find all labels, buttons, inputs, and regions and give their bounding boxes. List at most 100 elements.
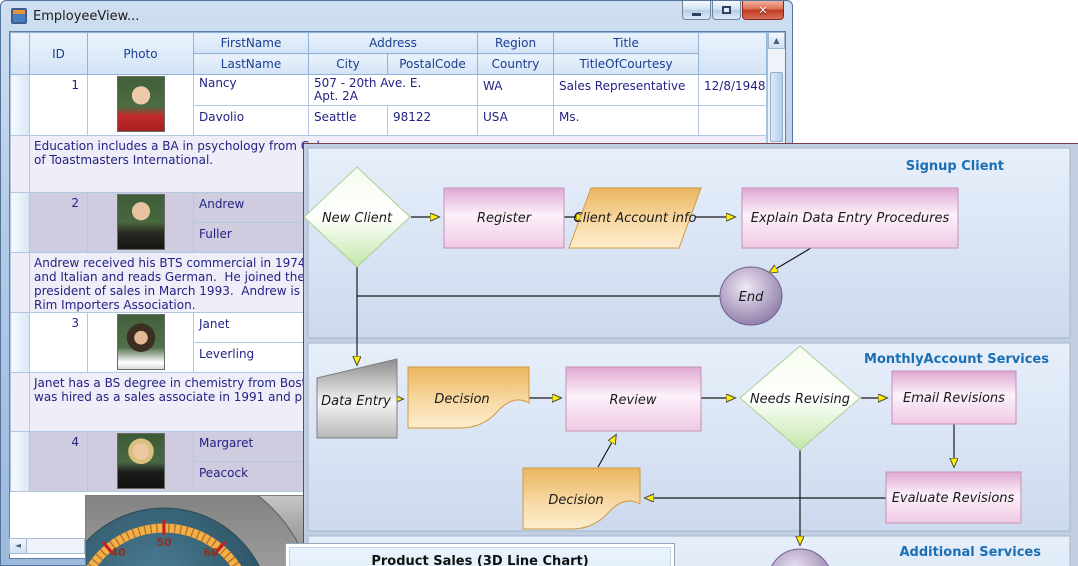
gauge-major-tick [101,541,115,555]
cell-city[interactable]: Seattle [308,105,388,136]
header-title[interactable]: Title [553,32,700,54]
section-label: Additional Services [899,545,1041,560]
header-photo[interactable]: Photo [87,32,194,75]
header-title-of-courtesy[interactable]: TitleOfCourtesy [553,53,700,75]
title-bar[interactable]: EmployeeView... ✕ [1,1,792,31]
header-city[interactable]: City [308,53,388,75]
minimize-icon [692,12,701,16]
header-last-name[interactable]: LastName [193,53,309,75]
gauge-face [68,507,260,566]
horizontal-scrollbar[interactable]: ◄ [9,538,85,554]
chart-title: Product Sales (3D Line Chart) [289,547,671,566]
scroll-left-button[interactable]: ◄ [10,539,27,553]
scrollbar-thumb[interactable] [770,72,783,142]
gauge-major-tick [213,541,227,555]
header-region[interactable]: Region [477,32,555,54]
node-label: Evaluate Revisions [892,491,1015,506]
row-indicator[interactable] [10,74,30,136]
close-button[interactable]: ✕ [742,1,784,20]
cell-id[interactable]: 3 [29,312,88,373]
row-indicator[interactable] [10,431,30,492]
node-label: New Client [322,211,393,226]
node-decision-2[interactable] [522,467,641,530]
node-review[interactable] [565,366,702,432]
cell-title[interactable]: Sales Representative [553,74,700,106]
cell-id[interactable]: 4 [29,431,88,492]
window-title: EmployeeView... [33,8,140,24]
node-email-revisions[interactable] [891,370,1017,425]
header-first-name[interactable]: FirstName [193,32,309,54]
cell-first-name[interactable]: Nancy [193,74,309,106]
node-terminator-partial[interactable] [768,548,832,566]
cell-empty[interactable] [698,105,768,136]
node-decision-1[interactable] [407,366,530,429]
cell-photo[interactable] [87,312,194,373]
scroll-up-icon: ▲ [773,36,780,45]
node-register[interactable] [443,187,565,249]
cell-id[interactable]: 2 [29,192,88,253]
minimize-button[interactable] [682,1,711,20]
scroll-left-icon: ◄ [14,541,22,550]
cell-postal-code[interactable]: 98122 [386,105,479,136]
node-client-account-info[interactable] [568,187,702,249]
node-data-entry[interactable] [316,358,398,439]
row-indicator[interactable] [10,192,30,253]
employee-photo [116,194,165,250]
cell-photo[interactable] [87,192,194,253]
node-label: Explain Data Entry Procedures [751,211,950,226]
maximize-button[interactable] [712,1,741,20]
node-evaluate-revisions[interactable] [885,471,1022,524]
connectors [357,217,954,545]
node-explain-procedures[interactable] [741,187,959,249]
cell-first-name[interactable]: Margaret [193,431,309,462]
product-sales-panel: Product Sales (3D Line Chart) [285,543,675,566]
maximize-icon [722,6,731,14]
cell-last-name[interactable]: Davolio [193,105,309,136]
header-id[interactable]: ID [29,32,88,75]
connector [597,435,616,468]
node-label: End [739,290,764,305]
node-label: Client Account info [574,211,697,226]
flowchart-panel: Signup Client MonthlyAccount Services Ad… [303,143,1078,566]
header-indicator[interactable] [10,32,30,75]
cell-photo[interactable] [87,431,194,492]
node-end[interactable] [719,266,783,326]
employee-photo [116,433,165,489]
node-needs-revising[interactable] [739,345,861,451]
cell-address[interactable]: 507 - 20th Ave. E.Apt. 2A [307,74,479,106]
node-label: Decision [548,493,603,508]
table-row: 1 Nancy 507 - 20th Ave. E.Apt. 2A WA Sal… [10,74,768,136]
gauge-label-60: 60 [203,546,219,559]
header-cut-column[interactable] [698,32,768,75]
cell-birth-date[interactable]: 12/8/1948 [698,74,768,106]
node-label: Needs Revising [750,392,850,407]
employee-photo [116,76,165,132]
node-new-client[interactable] [303,166,411,268]
cell-last-name[interactable]: Leverling [193,342,309,373]
connector [769,247,812,273]
cell-id[interactable]: 1 [29,74,88,136]
node-label: Register [477,211,533,226]
cell-last-name[interactable]: Peacock [193,461,309,492]
section-label: MonthlyAccount Services [864,352,1049,367]
node-label: Email Revisions [903,391,1005,406]
gauge-label-50: 50 [156,536,172,549]
row-indicator[interactable] [10,312,30,373]
cell-region[interactable]: WA [477,74,555,106]
node-label: Decision [434,392,489,407]
section-label: Signup Client [906,159,1004,174]
cell-country[interactable]: USA [477,105,555,136]
header-country[interactable]: Country [477,53,555,75]
table-row: Davolio Seattle 98122 USA Ms. [11,105,768,136]
cell-first-name[interactable]: Andrew [193,192,309,223]
gauge-label-40: 40 [110,546,126,559]
scroll-up-button[interactable]: ▲ [768,32,785,49]
cell-photo[interactable] [87,74,194,136]
cell-last-name[interactable]: Fuller [193,222,309,253]
cell-first-name[interactable]: Janet [193,312,309,343]
header-address-group[interactable]: Address [307,32,479,54]
cell-title-of-courtesy[interactable]: Ms. [553,105,700,136]
header-postal-code[interactable]: PostalCode [386,53,479,75]
node-label: Review [610,393,657,408]
